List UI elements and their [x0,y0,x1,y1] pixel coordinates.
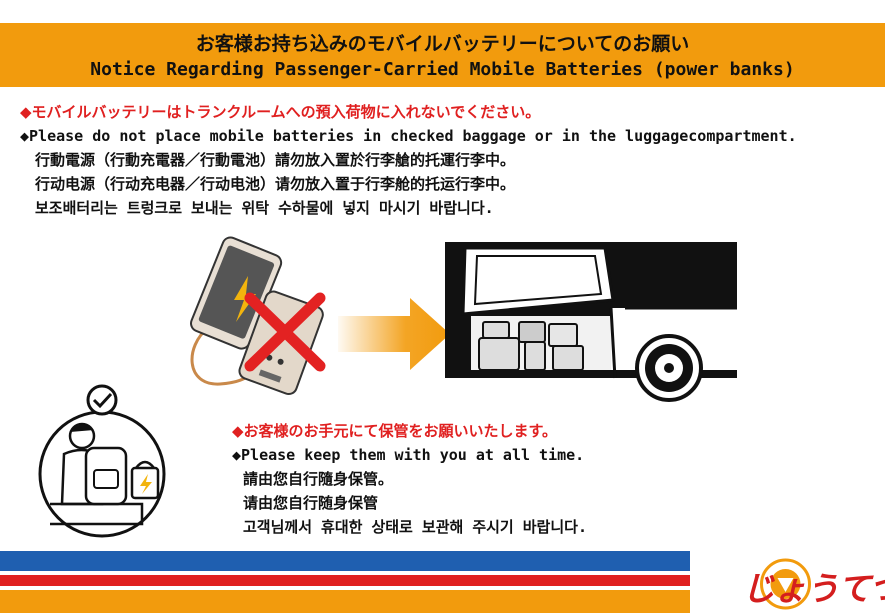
footer-stripes [0,551,690,613]
phone-and-power-bank-illustration [190,236,326,396]
notice2-english: ◆Please keep them with you at all time. [232,446,585,464]
passenger-with-backpack-icon [38,384,166,538]
jotetsu-logo-icon [760,558,811,610]
title-english: Notice Regarding Passenger-Carried Mobil… [90,59,795,80]
notice2-korean: 고객님께서 휴대한 상태로 보관해 주시기 바랍니다. [243,518,587,536]
notice1-japanese: ◆モバイルバッテリーはトランクルームへの預入荷物に入れないでください。 [20,103,541,121]
header-banner: お客様お持ち込みのモバイルバッテリーについてのお願い Notice Regard… [0,23,885,87]
notice2-japanese: ◆お客様のお手元にて保管をお願いいたします。 [232,422,558,440]
bus-luggage-icon [445,242,737,402]
arrow-right-icon [338,298,450,370]
notice2-traditional-chinese: 請由您自行隨身保管。 [243,470,394,488]
notice-keep-with-you: ◆お客様のお手元にて保管をお願いいたします。 ◆Please keep them… [232,419,872,539]
notice2-simplified-chinese: 请由您自行随身保管 [243,494,379,512]
notice1-traditional-chinese: 行動電源（行動充電器／行動電池）請勿放入置於行李艙的托運行李中。 [35,151,516,169]
checkmark-icon [86,384,118,416]
notice-do-not-check: ◆モバイルバッテリーはトランクルームへの預入荷物に入れないでください。 ◆Ple… [20,100,870,220]
notice1-english: ◆Please do not place mobile batteries in… [20,127,797,145]
cross-icon [244,292,326,372]
notice1-simplified-chinese: 行动电源（行动充电器／行动电池）请勿放入置于行李舱的托运行李中。 [35,175,516,193]
title-japanese: お客様お持ち込みのモバイルバッテリーについてのお願い [195,33,690,55]
notice1-korean: 보조배터리는 트렁크로 보내는 위탁 수하물에 넣지 마시기 바랍니다. [35,199,494,217]
company-logo-text: じょうてつ [742,569,885,608]
